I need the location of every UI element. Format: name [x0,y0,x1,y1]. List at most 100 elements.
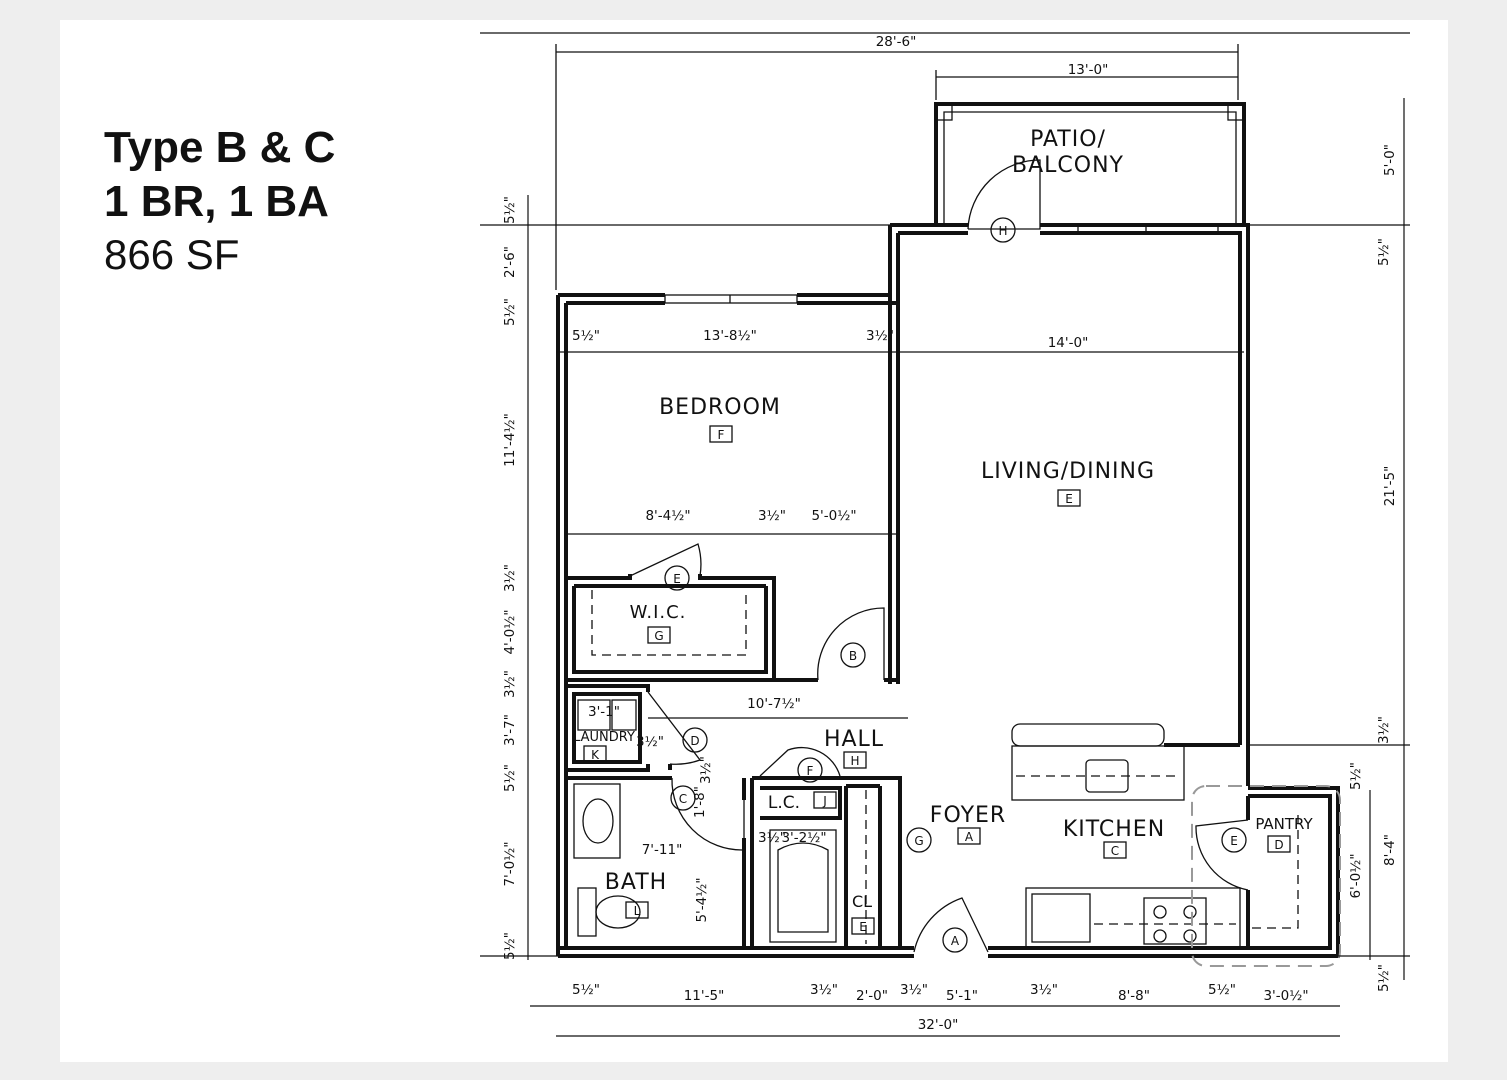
dimension-labels: 28'-6" 13'-0" 5½" 13'-8½" 3½" 14'-0" 8'-… [502,34,1398,1033]
dim-overall-top: 28'-6" [876,34,917,50]
dim-right-patio: 5'-0" [1382,144,1398,176]
room-label-hall: HALL [824,727,884,752]
svg-text:E: E [1065,492,1073,506]
dim-left-wall2: 5½" [502,298,518,326]
dim-right-living: 21'-5" [1382,466,1398,507]
bedroom-door-swing [817,607,885,681]
dim-left-wall6: 5½" [502,932,518,960]
finish-tag-hall: H [843,751,867,769]
interior-walls [566,574,1341,967]
room-label-cl: CL [852,892,872,911]
dim-bottom-wall5: 5½" [1208,982,1236,998]
door-tag-wic: E [664,565,690,591]
svg-text:C: C [1111,844,1119,858]
dim-laundry-wall: 3½" [636,734,664,750]
laundry-door-swing [647,691,702,765]
svg-text:K: K [591,748,600,762]
door-tag-pantry: E [1221,827,1247,853]
dim-left-top-wall: 5½" [502,196,518,224]
patio-railing [934,102,1246,225]
dim-tub-width: 3'-2½" [781,830,826,846]
pantry-highlight [1191,785,1341,967]
dim-tub-wall: 3½" [758,830,786,846]
patio-door-swing [967,159,1041,230]
room-label-pantry: PANTRY [1255,815,1313,833]
refrigerator [1031,893,1091,943]
unit-type-title: Type B & C [104,123,336,172]
dim-right-wall1: 5½" [1376,238,1392,266]
svg-text:L: L [634,904,641,918]
dim-bath-width: 7'-11" [642,842,683,858]
finish-tag-wic: G [647,626,671,644]
svg-text:A: A [951,934,960,948]
dim-left-wall3: 3½" [502,564,518,592]
dim-bottom-wall1: 5½" [572,982,600,998]
dim-bath-depth: 5'-4½" [694,877,710,922]
door-tag-foyer-cl: G [906,827,932,853]
toilet-bowl [595,895,641,929]
door-tag-bedroom: B [840,642,866,668]
unit-title-block: Type B & C 1 BR, 1 BA 866 SF [104,126,335,276]
room-label-wic: W.I.C. [630,602,687,623]
dim-bed-width: 13'-8½" [703,328,757,344]
room-label-kitchen: KITCHEN [1063,817,1165,842]
kitchen-peninsula [1011,745,1185,801]
bedroom-window [664,294,798,304]
finish-tag-foyer: A [957,827,981,845]
dim-lc-wall: 3½" [698,756,714,784]
svg-text:G: G [914,834,923,848]
doors [629,159,1249,953]
dim-bed-right-wall: 3½" [866,328,894,344]
svg-text:J: J [822,794,827,808]
dim-right-kitchen: 8'-4" [1382,834,1398,866]
svg-text:E: E [673,572,681,586]
kitchen-sink [1085,759,1129,793]
dim-bottom-foyer: 5'-1" [946,988,978,1004]
svg-text:A: A [965,830,974,844]
dim-right-wall4: 5½" [1376,964,1392,992]
living-window [1077,224,1219,234]
door-tag-lc: F [797,757,823,783]
kitchen-bar-top [1011,723,1165,747]
dim-lc-depth: 1'-8" [692,786,708,818]
dim-bed-left-wall: 5½" [572,328,600,344]
dim-hall-length: 10'-7½" [747,696,801,712]
room-label-lc: L.C. [768,793,800,813]
dim-laundry-width: 3'-1" [588,704,620,720]
finish-tag-bedroom: F [709,425,733,443]
door-tag-bath: C [670,785,696,811]
range [1143,897,1207,945]
dim-wic-right: 5'-0½" [811,508,856,524]
dim-left-wall4: 3½" [502,670,518,698]
svg-text:E: E [1230,834,1238,848]
room-label-patio-2: BALCONY [1012,153,1124,178]
svg-text:D: D [690,734,699,748]
dim-right-wall3: 5½" [1348,762,1364,790]
dim-bottom-cl: 2'-0" [856,988,888,1004]
svg-text:F: F [718,428,725,442]
room-label-bedroom: BEDROOM [659,395,781,420]
finish-tag-living: E [1057,489,1081,507]
finish-tag-kitchen: C [1103,841,1127,859]
room-labels: PATIO/ BALCONY BEDROOM LIVING/DINING W.I… [573,127,1313,911]
svg-text:C: C [679,792,687,806]
door-tag-patio: H [990,217,1016,243]
bath-sink [582,798,614,844]
toilet-tank [577,887,597,937]
dim-overall-bottom: 32'-0" [918,1017,959,1033]
finish-tag-lc: J [813,791,837,809]
svg-text:G: G [654,629,663,643]
dim-left-bedroom: 11'-4½" [502,413,518,467]
svg-text:H: H [998,224,1007,238]
room-label-patio-1: PATIO/ [1030,127,1106,152]
room-label-bath: BATH [605,870,667,895]
dim-patio-width: 13'-0" [1068,62,1109,78]
dim-living-width: 14'-0" [1048,335,1089,351]
svg-text:F: F [807,764,814,778]
dim-left-wic: 4'-0½" [502,609,518,654]
finish-tag-laundry: K [583,745,607,763]
pantry-door-swing [1195,819,1249,891]
unit-bed-bath: 1 BR, 1 BA [104,177,329,226]
svg-text:E: E [859,920,867,934]
